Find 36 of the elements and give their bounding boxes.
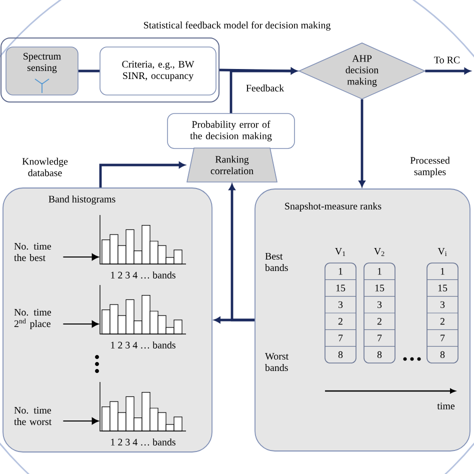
arrow <box>230 68 298 114</box>
histogram: 1 2 3 4 … bands <box>100 214 186 279</box>
node-label: V$_{1}$ <box>335 248 346 256</box>
edge-label: Feedback <box>246 84 284 92</box>
panel-caption: Knowledge database <box>22 158 68 176</box>
rank-column: V$_{2}$ 1 15 3 2 7 8 <box>364 248 396 364</box>
node-label: 1 2 3 4 … bands <box>111 341 176 349</box>
group-box <box>0 38 220 102</box>
side-label: time <box>437 402 455 410</box>
title: Statistical feedback model for decision making <box>144 21 330 31</box>
edge-label: To RC <box>434 56 460 64</box>
side-label: Worst bands <box>265 352 288 372</box>
arrow <box>358 99 366 187</box>
process-box: Probability error of the decision making <box>167 113 295 149</box>
rank-column: V$_{1}$ 1 15 3 2 7 8 <box>324 248 356 364</box>
histogram: 1 2 3 4 … bands <box>100 382 186 446</box>
node-label: V$_{2}$ <box>374 248 384 256</box>
histogram: 1 2 3 4 … bands <box>100 284 186 349</box>
arrow <box>62 320 99 328</box>
panel-caption: Processed samples <box>410 156 450 178</box>
trapezoid-box: Ranking correlation <box>186 148 278 182</box>
row-label: No. time 2$^{nd}$ place <box>14 308 52 330</box>
arrow <box>62 254 99 260</box>
rank-column: V$_{i}$ 1 15 3 2 7 8 <box>426 248 458 364</box>
process-box: Spectrum sensing <box>6 46 78 96</box>
arrow <box>425 68 470 74</box>
row-label: No. time the best <box>14 242 52 262</box>
node-label: 1 2 3 4 … bands <box>111 271 176 279</box>
side-label: Best bands <box>265 252 288 272</box>
arrow <box>214 316 255 324</box>
process-box: Criteria, e.g., BW SINR, occupancy <box>100 46 216 96</box>
row-label: No. time the worst <box>14 406 52 426</box>
node-label: V$_{i}$ <box>438 248 447 256</box>
node-label: 1 2 3 4 … bands <box>111 438 176 446</box>
arrow <box>99 162 186 188</box>
arrow <box>62 418 99 424</box>
